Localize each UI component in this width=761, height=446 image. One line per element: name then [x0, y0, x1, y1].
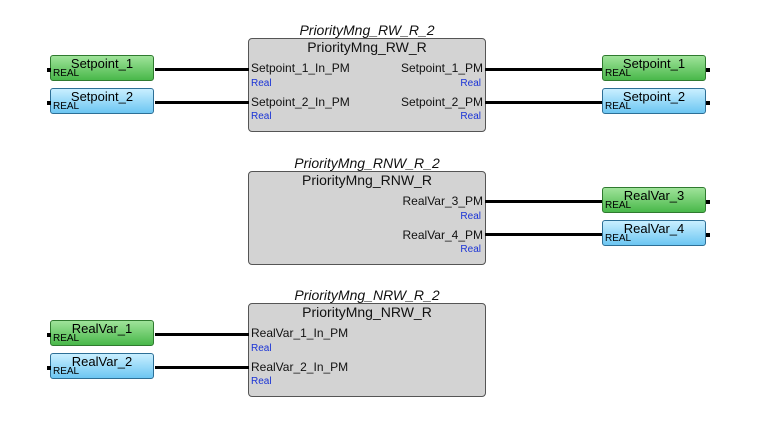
output-pin-type: Real — [460, 111, 481, 122]
connection-wire[interactable] — [155, 68, 249, 71]
connection-wire[interactable] — [155, 101, 249, 104]
connection-wire[interactable] — [485, 68, 602, 71]
function-block-nrw[interactable]: PriorityMng_NRW_R RealVar_1_In_PM Real R… — [248, 303, 486, 397]
output-pin-label: Setpoint_1_PM — [400, 61, 483, 75]
output-variable-setpoint-1[interactable]: Setpoint_1 REAL — [602, 55, 706, 81]
output-pin-type: Real — [460, 211, 481, 222]
input-variable-setpoint-2[interactable]: Setpoint_2 REAL — [50, 88, 154, 114]
connection-wire[interactable] — [155, 366, 249, 369]
connector-dot — [47, 68, 51, 72]
connection-wire[interactable] — [155, 333, 249, 336]
fb-instance-name: PriorityMng_RW_R_2 — [299, 22, 435, 38]
fb-instance-name: PriorityMng_RNW_R_2 — [294, 155, 440, 171]
output-pin-type: Real — [460, 78, 481, 89]
input-variable-realvar-2[interactable]: RealVar_2 REAL — [50, 353, 154, 379]
variable-type: REAL — [605, 200, 632, 211]
variable-type: REAL — [605, 68, 632, 79]
fb-type-name: PriorityMng_NRW_R — [302, 304, 432, 320]
output-variable-realvar-3[interactable]: RealVar_3 REAL — [602, 187, 706, 213]
variable-name: Setpoint_2 — [70, 89, 134, 104]
variable-name: Setpoint_1 — [622, 56, 686, 71]
output-pin-label: RealVar_4_PM — [402, 228, 483, 242]
connector-dot — [706, 101, 710, 105]
variable-type: REAL — [53, 101, 80, 112]
connector-dot — [706, 200, 710, 204]
variable-type: REAL — [53, 366, 80, 377]
output-variable-setpoint-2[interactable]: Setpoint_2 REAL — [602, 88, 706, 114]
connector-dot — [47, 101, 51, 105]
variable-type: REAL — [605, 233, 632, 244]
variable-name: RealVar_2 — [71, 354, 133, 369]
input-pin-label: RealVar_2_In_PM — [251, 360, 349, 374]
input-pin-label: RealVar_1_In_PM — [251, 326, 349, 340]
connection-wire[interactable] — [485, 101, 602, 104]
input-pin-type: Real — [251, 78, 272, 89]
fb-instance-name: PriorityMng_NRW_R_2 — [294, 287, 440, 303]
input-pin-type: Real — [251, 343, 272, 354]
function-block-rw[interactable]: PriorityMng_RW_R Setpoint_1_In_PM Real S… — [248, 38, 486, 132]
input-pin-label: Setpoint_1_In_PM — [251, 61, 350, 75]
function-block-rnw[interactable]: PriorityMng_RNW_R RealVar_3_PM Real Real… — [248, 171, 486, 265]
variable-name: RealVar_4 — [623, 221, 685, 236]
output-variable-realvar-4[interactable]: RealVar_4 REAL — [602, 220, 706, 246]
connector-dot — [706, 68, 710, 72]
variable-name: Setpoint_1 — [70, 56, 134, 71]
connector-dot — [47, 333, 51, 337]
input-variable-realvar-1[interactable]: RealVar_1 REAL — [50, 320, 154, 346]
connection-wire[interactable] — [485, 233, 602, 236]
input-variable-setpoint-1[interactable]: Setpoint_1 REAL — [50, 55, 154, 81]
output-pin-label: RealVar_3_PM — [402, 194, 483, 208]
input-pin-type: Real — [251, 376, 272, 387]
variable-type: REAL — [53, 68, 80, 79]
connector-dot — [706, 233, 710, 237]
variable-name: RealVar_3 — [623, 188, 685, 203]
connector-dot — [47, 366, 51, 370]
output-pin-type: Real — [460, 244, 481, 255]
fb-type-name: PriorityMng_RNW_R — [302, 172, 432, 188]
variable-type: REAL — [605, 101, 632, 112]
input-pin-label: Setpoint_2_In_PM — [251, 95, 350, 109]
output-pin-label: Setpoint_2_PM — [400, 95, 483, 109]
fb-type-name: PriorityMng_RW_R — [307, 39, 427, 55]
variable-name: RealVar_1 — [71, 321, 133, 336]
variable-name: Setpoint_2 — [622, 89, 686, 104]
connection-wire[interactable] — [485, 200, 602, 203]
variable-type: REAL — [53, 333, 80, 344]
input-pin-type: Real — [251, 111, 272, 122]
